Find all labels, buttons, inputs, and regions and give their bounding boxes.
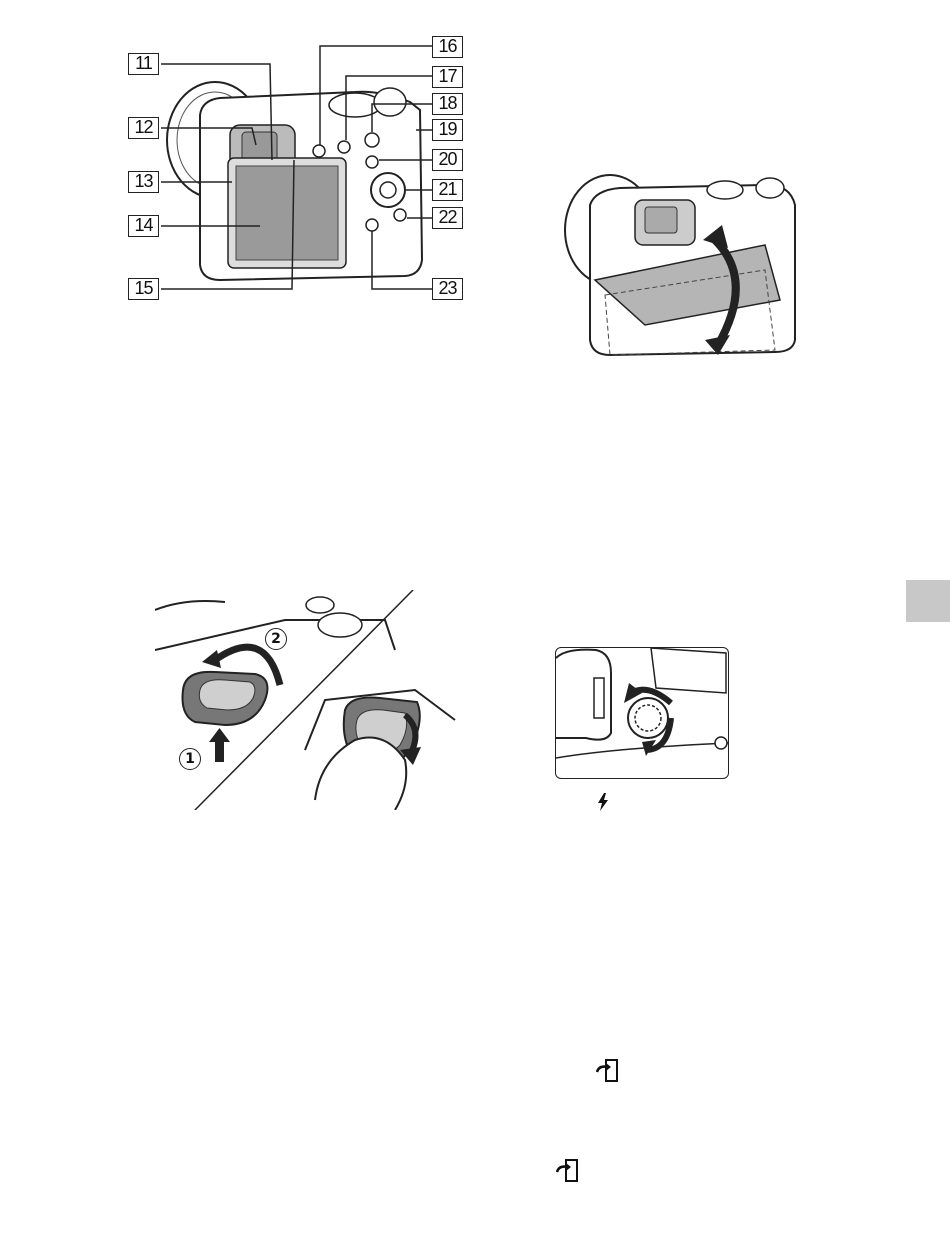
callout-15: 15: [128, 278, 159, 300]
chapter-index-tab: [906, 580, 950, 622]
tilt-monitor-diagram: [550, 160, 810, 360]
callout-13: 13: [128, 171, 159, 193]
send-to-smartphone-icon-2: [556, 1159, 580, 1183]
diopter-dial-diagram: [555, 647, 729, 779]
step-1-marker: 1: [179, 748, 201, 770]
callout-22: 22: [432, 207, 463, 229]
callout-16: 16: [432, 36, 463, 58]
callout-18: 18: [432, 93, 463, 115]
flash-icon-graphic: [597, 793, 609, 811]
tilt-monitor-drawing: [550, 160, 810, 360]
send-to-smartphone-icon-graphic-2: [556, 1159, 580, 1183]
camera-rear-drawing: [120, 30, 470, 300]
flash-icon: [597, 793, 609, 811]
step-2-label: 2: [271, 631, 281, 647]
callout-19: 19: [432, 119, 463, 141]
callout-23: 23: [432, 278, 463, 300]
diopter-dial-drawing: [556, 648, 728, 778]
step-1-label: 1: [185, 751, 195, 767]
callout-14: 14: [128, 215, 159, 237]
callout-20: 20: [432, 149, 463, 171]
camera-rear-diagram: 11 12 13 14 15 16 17 18 19 20 21 22 23: [120, 30, 470, 300]
send-to-smartphone-icon: [596, 1059, 620, 1083]
callout-12: 12: [128, 117, 159, 139]
eyecup-removal-drawing: [155, 590, 465, 810]
send-to-smartphone-icon-graphic: [596, 1059, 620, 1083]
callout-11: 11: [128, 53, 159, 75]
eyecup-removal-diagram: 2 1: [155, 590, 465, 810]
callout-21: 21: [432, 179, 463, 201]
step-2-marker: 2: [265, 628, 287, 650]
callout-17: 17: [432, 66, 463, 88]
